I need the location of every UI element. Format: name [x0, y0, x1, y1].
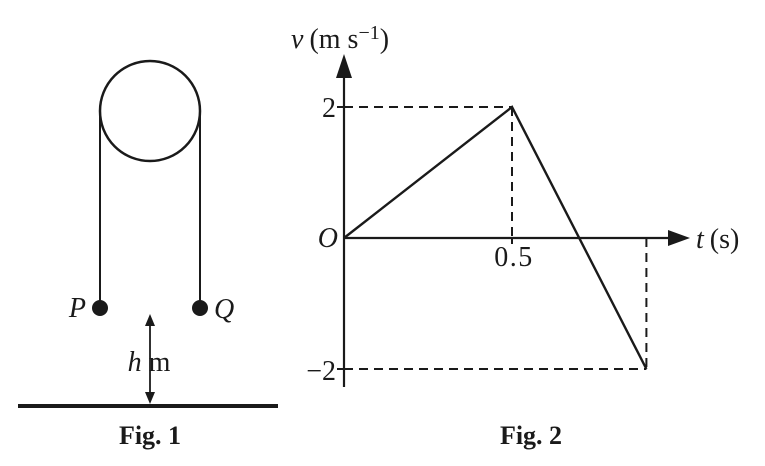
fig1-caption: Fig. 1 — [119, 421, 181, 450]
velocity-line — [343, 105, 648, 370]
plot-area — [337, 105, 648, 370]
fig2-velocity-time-graph: v(m s−1) t(s) O 2 −2 0.5 Fig. 2 — [291, 22, 739, 450]
y-tick-label-2: 2 — [322, 93, 336, 124]
mass-q-dot — [192, 300, 208, 316]
y-axis-arrow-icon — [336, 54, 352, 78]
x-axis-var: t — [696, 224, 705, 255]
y-axis-unit-open: (m s — [309, 24, 358, 55]
fig2-caption: Fig. 2 — [500, 421, 562, 450]
y-axis-unit-sup: −1 — [358, 22, 379, 44]
height-unit: m — [149, 347, 171, 378]
y-tick-label-neg2: −2 — [306, 356, 336, 387]
mass-p-dot — [92, 300, 108, 316]
x-axis-arrow-icon — [668, 230, 690, 246]
height-arrow-down-icon — [145, 392, 155, 404]
y-axis-var: v — [291, 24, 304, 55]
origin-label: O — [318, 223, 338, 254]
height-arrow-up-icon — [145, 314, 155, 326]
x-axis-label: t(s) — [696, 224, 739, 255]
x-axis-unit: (s) — [710, 224, 740, 255]
pulley-wheel — [98, 59, 202, 163]
y-axis-label: v(m s−1) — [291, 22, 389, 55]
height-var: h — [128, 347, 142, 378]
mass-q-label: Q — [214, 294, 234, 325]
mass-p-label: P — [68, 293, 86, 324]
y-axis-unit-close: ) — [380, 24, 389, 55]
x-tick-label-05: 0.5 — [494, 242, 534, 273]
